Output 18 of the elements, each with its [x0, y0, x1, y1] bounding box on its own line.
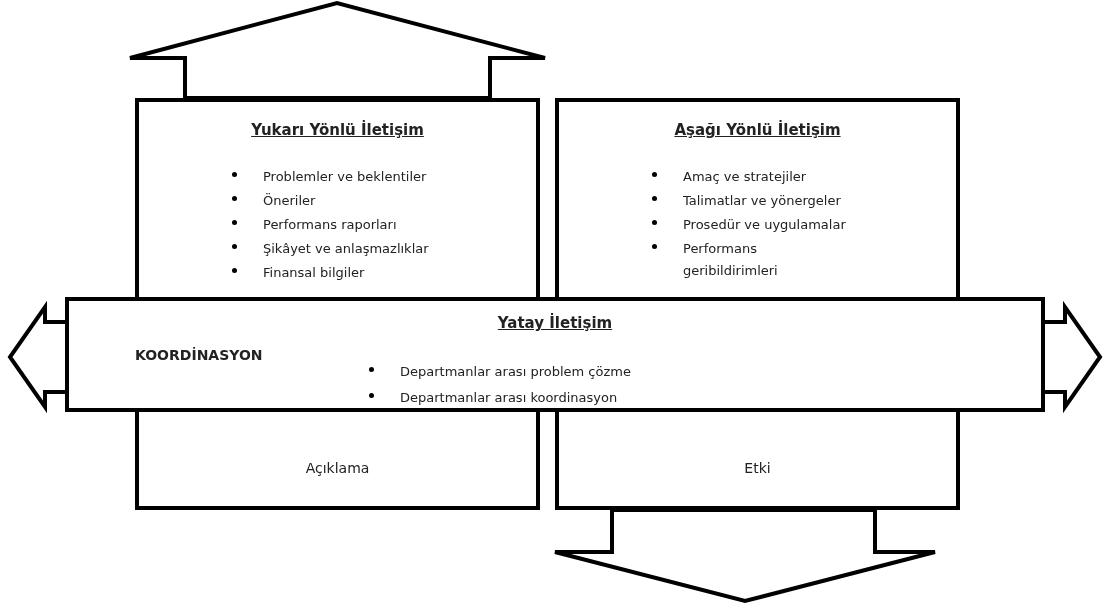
list-item: Prosedür ve uygulamalar: [652, 214, 846, 236]
list-item: Şikâyet ve anlaşmazlıklar: [232, 238, 429, 260]
list-item: Performans raporları: [232, 214, 397, 236]
heading: Yukarı Yönlü İletişim: [250, 122, 425, 139]
list-item: Amaç ve stratejiler: [652, 166, 807, 188]
list-item: Performans geribildirimleri: [652, 238, 852, 282]
list-item: Problemler ve beklentiler: [232, 166, 427, 188]
list-item: Departmanlar arası problem çözme: [369, 361, 631, 383]
caption-text: Etki: [743, 460, 772, 477]
content-box: [65, 297, 1045, 412]
heading: Aşağı Yönlü İletişim: [673, 122, 842, 139]
heading: Yatay İletişim: [496, 315, 614, 332]
caption-text: Açıklama: [304, 460, 371, 477]
list-item: Departmanlar arası koordinasyon: [369, 387, 618, 409]
list-item: Finansal bilgiler: [232, 262, 365, 284]
section-label: KOORDİNASYON: [135, 347, 263, 364]
list-item: Talimatlar ve yönergeler: [652, 190, 841, 212]
list-item: Öneriler: [232, 190, 316, 212]
